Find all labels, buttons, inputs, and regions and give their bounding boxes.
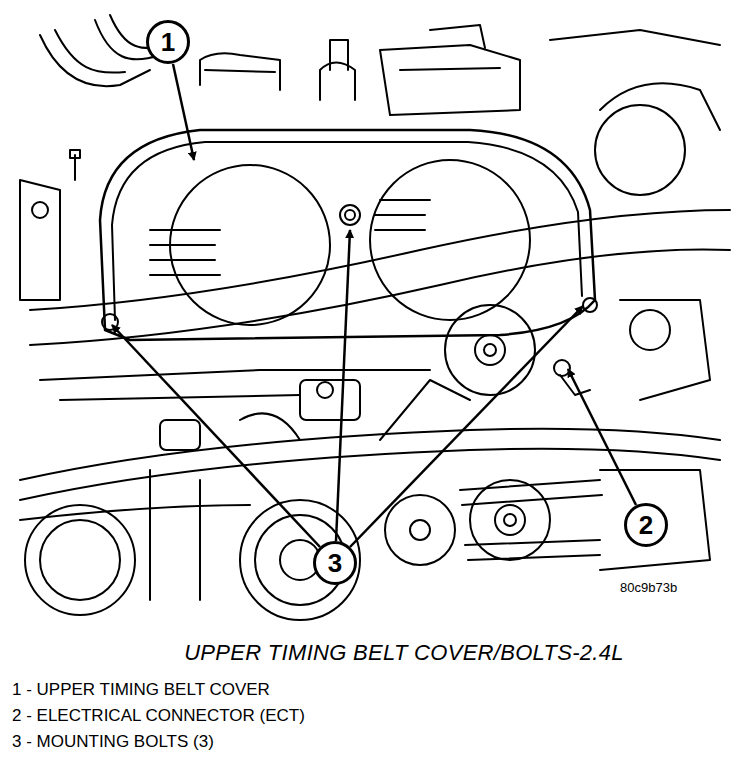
- callout-circle: 2: [624, 503, 668, 547]
- callout-circle: 1: [146, 20, 190, 64]
- callout-number: 1: [146, 20, 190, 64]
- figure-code: 80c9b73b: [620, 580, 677, 595]
- callout-number: 2: [624, 503, 668, 547]
- callout-number: 3: [313, 541, 357, 585]
- legend-line: 2 - ELECTRICAL CONNECTOR (ECT): [12, 706, 305, 726]
- figure-title: UPPER TIMING BELT COVER/BOLTS-2.4L: [184, 640, 624, 666]
- callout-circle: 3: [313, 541, 357, 585]
- legend-line: 1 - UPPER TIMING BELT COVER: [12, 680, 270, 700]
- legend-line: 3 - MOUNTING BOLTS (3): [12, 732, 214, 752]
